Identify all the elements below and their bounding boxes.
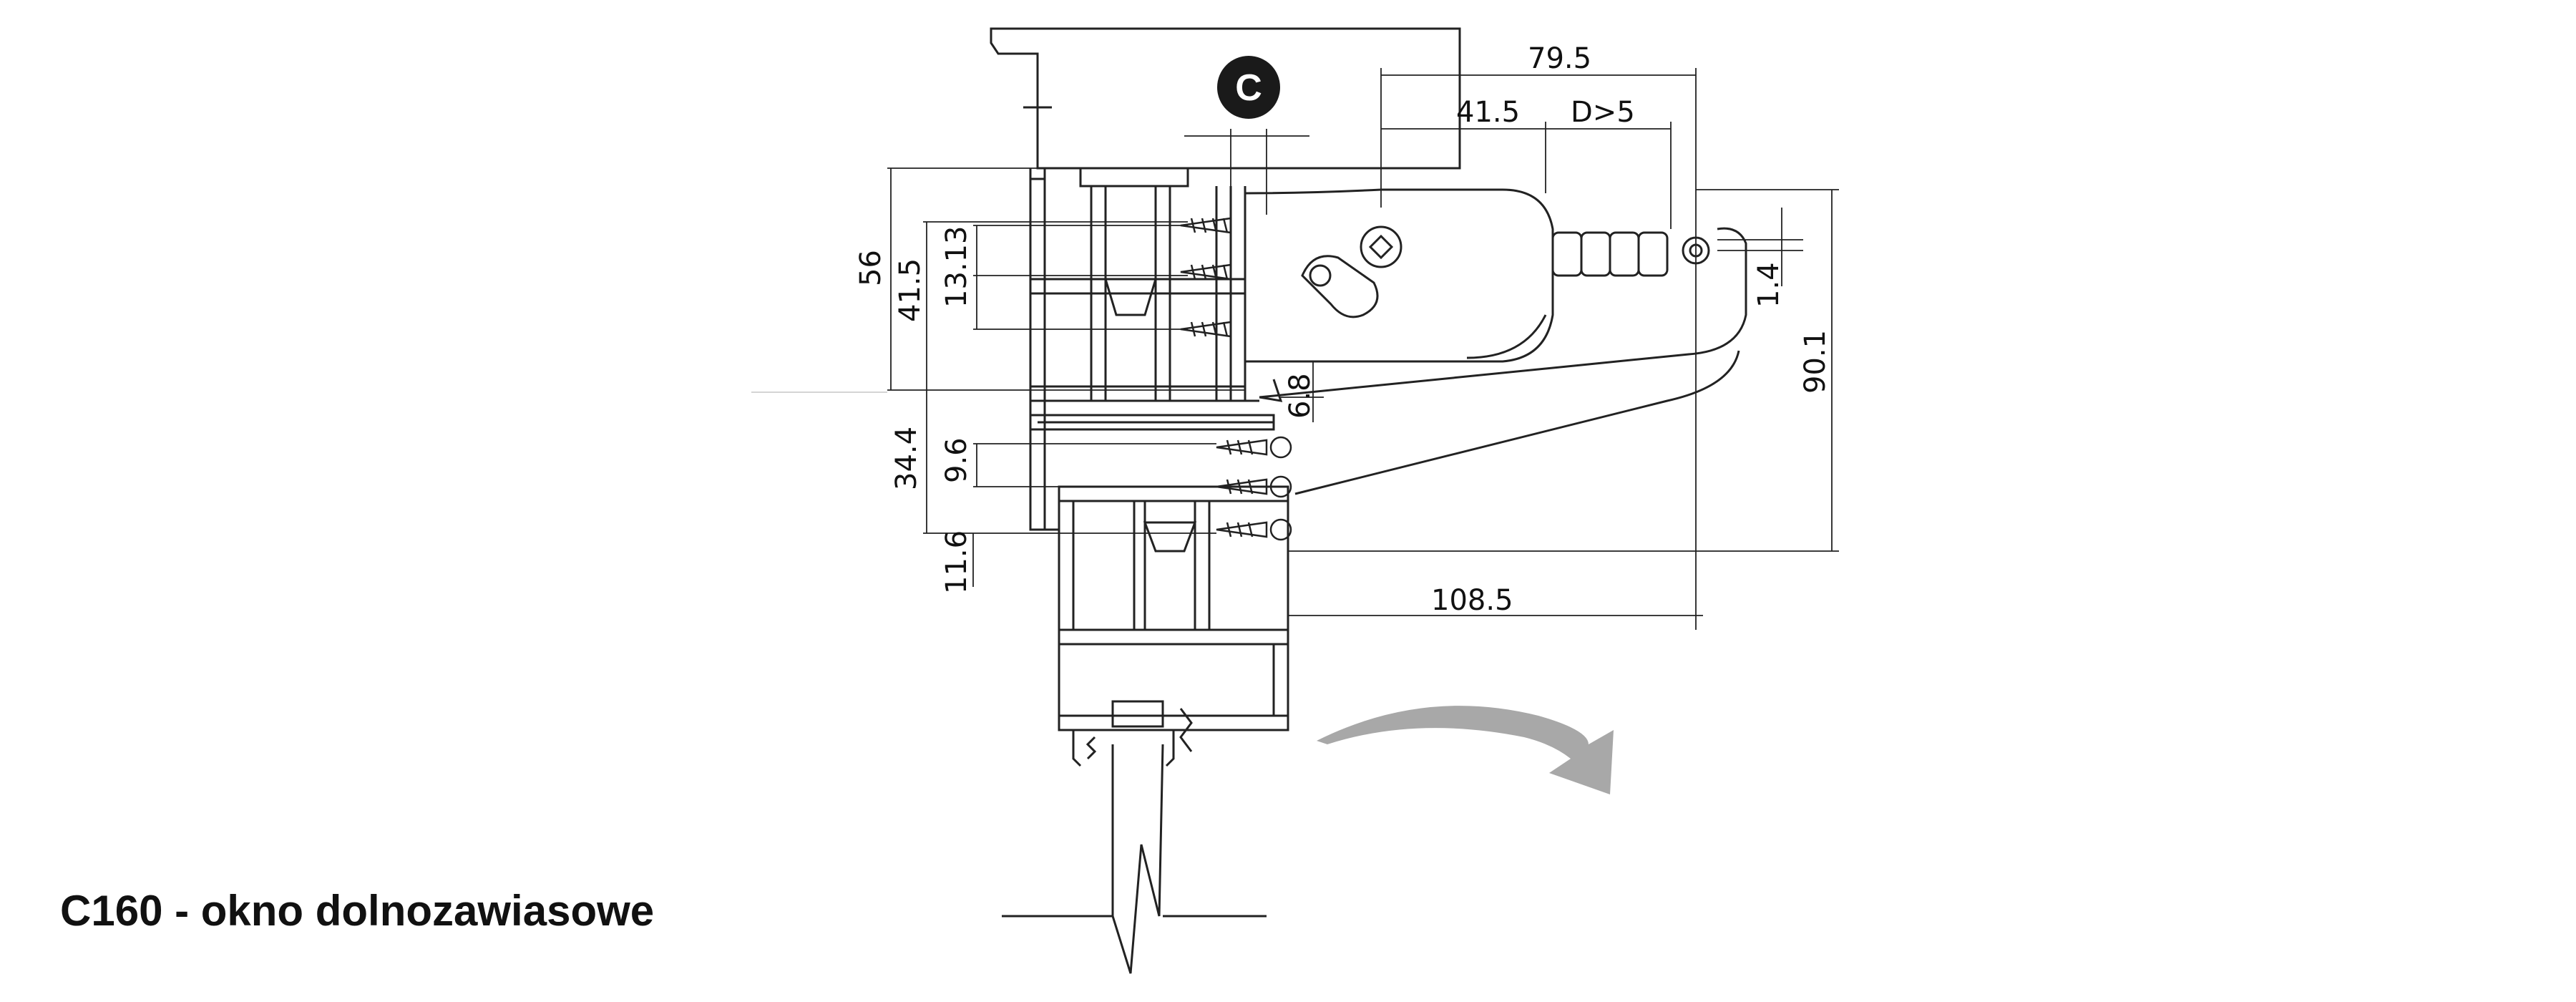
dim-1-4: 1.4 (1752, 262, 1785, 308)
chain-actuator (1244, 188, 1747, 495)
frame-profile (1029, 177, 1275, 531)
chain-links (1551, 231, 1669, 277)
opening-arrow (1317, 706, 1614, 794)
dim-34-4: 34.4 (890, 427, 923, 490)
sash-profile (1029, 485, 1289, 731)
dim-11-6: 11.6 (940, 530, 973, 594)
sash-bracket (1259, 227, 1747, 399)
screw-upper-1 (1180, 217, 1232, 234)
dimension-lines (751, 68, 1839, 630)
dim-41-5-left: 41.5 (894, 258, 927, 322)
dim-56: 56 (854, 250, 887, 286)
dim-9-6: 9.6 (940, 437, 973, 483)
screw-lower-1 (1216, 436, 1292, 459)
mount-bolt (1360, 225, 1402, 268)
screw-upper-2 (1180, 263, 1232, 281)
dim-13-13: 13.13 (940, 225, 973, 308)
detail-badge: C (1217, 56, 1280, 119)
screw-upper-3 (1180, 321, 1232, 338)
glazing (1002, 700, 1267, 974)
screw-lower-3 (1216, 518, 1292, 541)
badge-label: C (1235, 67, 1262, 109)
actuator-body (1244, 188, 1554, 363)
dim-6-8: 6.8 (1284, 373, 1317, 419)
dim-79-5: 79.5 (1528, 42, 1591, 75)
screw-lower-2 (1216, 475, 1292, 498)
dimension-labels: 79.5 41.5 D>5 108.5 56 41.5 13.13 34.4 9… (854, 42, 1832, 617)
dim-90-1: 90.1 (1799, 330, 1832, 394)
screws (1180, 217, 1292, 541)
dim-d-greater-5: D>5 (1571, 96, 1635, 129)
dim-41-5-top: 41.5 (1456, 96, 1520, 129)
slot-hole (1301, 255, 1379, 318)
dim-108-5: 108.5 (1431, 584, 1513, 617)
drawing-caption: C160 - okno dolnozawiasowe (60, 887, 655, 935)
